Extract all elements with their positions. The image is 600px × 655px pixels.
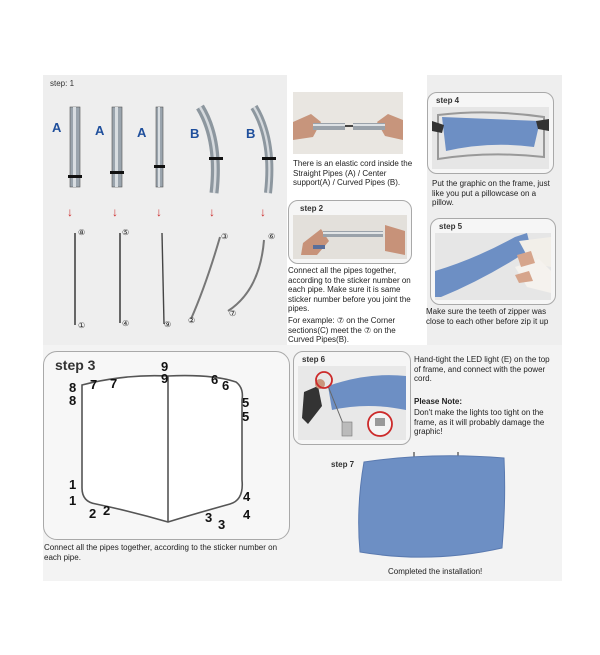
frame-label: 5: [242, 409, 250, 424]
frame-label: 1: [69, 493, 77, 508]
pipe-letter-a-1: A: [52, 120, 62, 135]
step6-title: step 6: [302, 355, 326, 364]
step6-note: Don't make the lights too tight on the f…: [414, 408, 545, 436]
step6-caption: Hand-tight the LED light (E) on the top …: [414, 355, 550, 383]
step6-note-title: Please Note:: [414, 397, 463, 406]
frame-label: 6: [211, 372, 219, 387]
step2-example: For example: ⑦ on the Corner sections(C)…: [288, 316, 396, 344]
assembled-curve-1: [190, 236, 221, 320]
completed-display-image: [358, 452, 506, 558]
elastic-cord-caption: There is an elastic cord inside the Stra…: [293, 159, 413, 187]
sticker-number: ③: [221, 232, 229, 241]
step4-title: step 4: [436, 96, 460, 105]
step6-photo-card: step 6: [293, 351, 411, 445]
frame-label: 9: [161, 371, 169, 386]
frame-label: 4: [243, 507, 251, 522]
frame-label: 7: [90, 377, 98, 392]
step5-photo-card: step 5: [430, 218, 556, 305]
down-arrow-icon: ↓: [209, 205, 215, 219]
background-panel-left: [43, 75, 287, 345]
frame-label: 3: [218, 517, 226, 532]
step7-title: step 7: [331, 460, 355, 469]
pipe-letter-a-3: A: [137, 125, 147, 140]
frame-diagram: [81, 374, 244, 523]
frame-label: 1: [69, 477, 77, 492]
sticker-number: ①: [78, 321, 86, 330]
frame-label: 6: [222, 378, 230, 393]
pipe-a-3: [154, 106, 165, 188]
frame-label: 9: [161, 359, 169, 374]
frame-label: 4: [243, 489, 251, 504]
down-arrow-icon: ↓: [112, 205, 118, 219]
led-highlight-circle: [315, 371, 333, 389]
elastic-cord-photo: [293, 92, 403, 154]
step2-title: step 2: [300, 204, 324, 213]
pipe-a-2: [110, 106, 124, 188]
step1-title: step: 1: [50, 79, 75, 88]
step7-caption: Completed the installation!: [388, 567, 483, 576]
frame-label: 7: [110, 376, 118, 391]
step5-caption: Make sure the teeth of zipper was close …: [426, 307, 549, 326]
frame-label: 8: [69, 380, 77, 395]
assembled-pipe-3: [161, 232, 165, 325]
frame-label: 2: [89, 506, 97, 521]
sticker-number: ⑦: [229, 309, 237, 318]
step2-photo-card: step 2: [288, 200, 412, 264]
step3-title: step 3: [55, 357, 96, 373]
pipe-letter-b-1: B: [190, 126, 200, 141]
pipe-letter-a-2: A: [95, 123, 105, 138]
step5-title: step 5: [439, 222, 463, 231]
down-arrow-icon: ↓: [67, 205, 73, 219]
step3-card: step 3: [43, 351, 290, 540]
sticker-number: ⑥: [268, 232, 276, 241]
sticker-number: ⑤: [122, 228, 130, 237]
frame-label: 2: [103, 503, 111, 518]
down-arrow-icon: ↓: [260, 205, 266, 219]
sticker-number: ④: [122, 319, 130, 328]
step4-caption: Put the graphic on the frame, just like …: [432, 179, 550, 207]
assembled-curve-2: [227, 239, 265, 312]
pipe-a-1: [68, 106, 82, 188]
sticker-number: ②: [188, 316, 196, 325]
step3-caption: Connect all the pipes together, accordin…: [44, 543, 278, 562]
sticker-number: ⑨: [164, 320, 172, 329]
frame-label: 8: [69, 393, 77, 408]
frame-label: 5: [242, 395, 250, 410]
frame-label: 3: [205, 510, 213, 525]
sticker-number: ⑧: [78, 228, 86, 237]
step2-caption: Connect all the pipes together, accordin…: [288, 266, 411, 313]
pipe-letter-b-2: B: [246, 126, 256, 141]
step4-photo-card: step 4: [427, 92, 554, 174]
down-arrow-icon: ↓: [156, 205, 162, 219]
step1-pipes-illustration: [68, 104, 276, 325]
